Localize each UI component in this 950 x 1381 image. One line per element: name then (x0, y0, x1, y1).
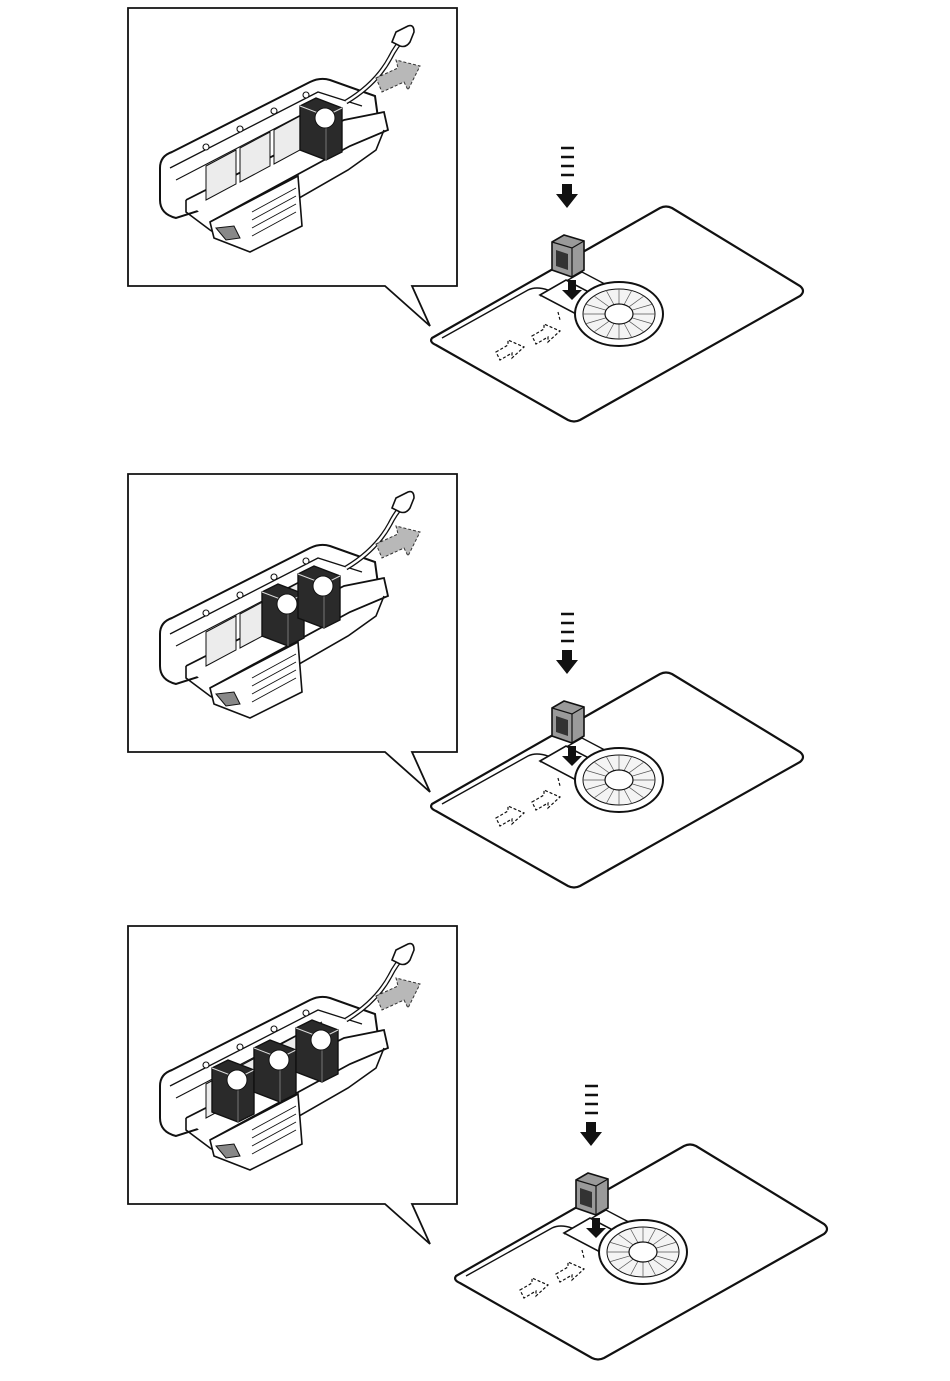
cartridge-3 (296, 1020, 338, 1082)
step-3-panel (128, 926, 827, 1360)
cartridge-1 (212, 1060, 254, 1122)
tablet-icon (455, 1086, 827, 1360)
cartridges-in-tray (300, 98, 342, 160)
tablet-icon (431, 614, 803, 888)
cartridge-1 (300, 98, 342, 160)
step-2-panel (128, 474, 803, 888)
step-1-panel (128, 8, 803, 422)
tablet-icon (431, 148, 803, 422)
cartridge-2 (298, 566, 340, 628)
cartridge-2 (254, 1040, 296, 1102)
